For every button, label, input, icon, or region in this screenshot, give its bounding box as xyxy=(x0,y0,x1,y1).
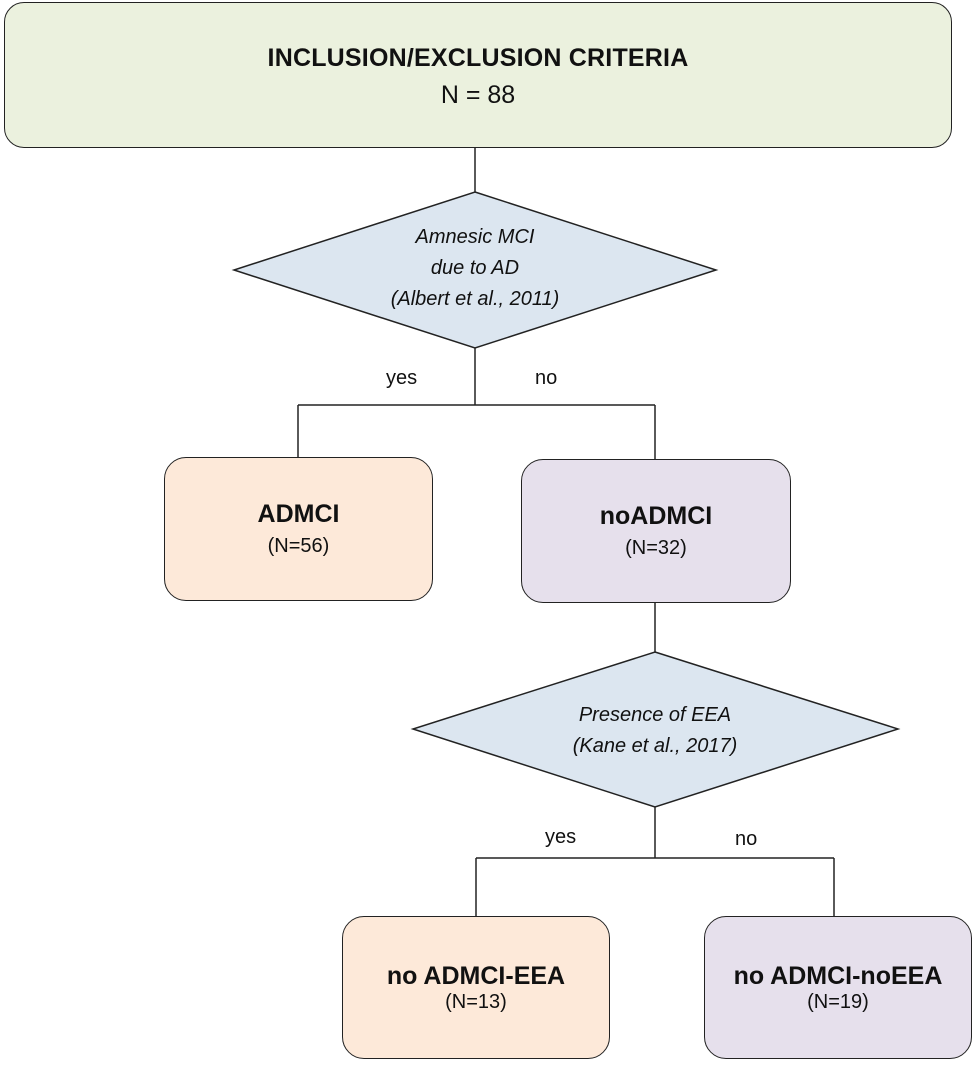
noeea-box: no ADMCI-noEEA (N=19) xyxy=(704,916,972,1059)
decision1-line3: (Albert et al., 2011) xyxy=(390,288,560,310)
decision2-no-label: no xyxy=(735,828,758,850)
noeea-name: no ADMCI-noEEA xyxy=(733,961,943,990)
decision2-diamond xyxy=(410,651,901,808)
total-count: N = 88 xyxy=(440,81,516,109)
decision2-line1: Presence of EEA xyxy=(578,704,732,726)
eea-name: no ADMCI-EEA xyxy=(386,961,566,990)
decision1-line1: Amnesic MCI xyxy=(415,226,535,248)
admci-box: ADMCI (N=56) xyxy=(164,457,433,601)
noadmci-count: (N=32) xyxy=(625,537,687,559)
noeea-count: (N=19) xyxy=(807,990,869,1013)
connector-lines xyxy=(297,148,835,916)
decision1-diamond xyxy=(231,191,719,349)
eea-box: no ADMCI-EEA (N=13) xyxy=(342,916,610,1059)
decision1-no-label: no xyxy=(535,367,558,389)
decision2-yes-label: yes xyxy=(545,826,577,848)
admci-name: ADMCI xyxy=(257,500,340,528)
inclusion-exclusion-title: INCLUSION/EXCLUSION CRITERIA xyxy=(267,44,689,72)
decision2-label: Presence of EEA (Kane et al., 2017) xyxy=(505,700,805,762)
noadmci-name: noADMCI xyxy=(599,502,713,530)
decision2-line2: (Kane et al., 2017) xyxy=(572,735,738,757)
decision1-yes-label: yes xyxy=(386,367,418,389)
noadmci-box: noADMCI (N=32) xyxy=(521,459,791,603)
inclusion-exclusion-box: INCLUSION/EXCLUSION CRITERIA N = 88 xyxy=(4,2,952,148)
decision1-line2: due to AD xyxy=(430,257,520,279)
eea-count: (N=13) xyxy=(445,990,507,1013)
admci-count: (N=56) xyxy=(267,535,330,557)
decision1-label: Amnesic MCI due to AD (Albert et al., 20… xyxy=(334,222,616,315)
